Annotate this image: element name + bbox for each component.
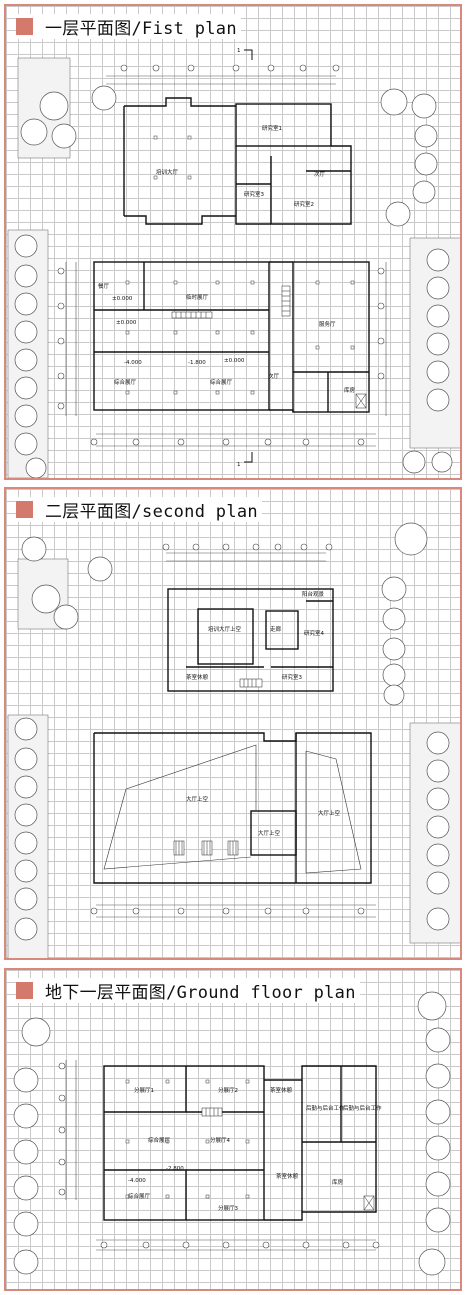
title-marker-square [16,982,33,999]
panel-header: 二层平面图/second plan [16,497,262,522]
axis-markers [57,64,385,446]
tree-icons [14,85,453,478]
room-label: 综合展厅 [128,1192,151,1200]
room-label: 分展厅3 [218,1204,239,1212]
stair-symbols [171,285,367,409]
room-label: 临时展厅 [186,293,209,301]
room-label: 次厅 [268,372,280,380]
stair-symbols [201,1107,375,1211]
room-label: 研究室1 [262,124,282,132]
ground-floor-plan-panel: 分展厅1 分展厅2 分展厅3 分展厅4 综合展厅 综合展厅 茶室休憩 茶室休憩 … [4,968,462,1291]
panel-title: 一层平面图/Fist plan [45,19,237,39]
level-mark: -2.800 [166,1166,184,1172]
lower-building-walls [93,732,372,884]
building-walls [103,1065,377,1221]
room-label: 研究室4 [304,629,325,637]
room-label: 餐厅 [98,282,110,290]
room-label: 茶室休憩 [270,1086,293,1094]
ground-floor-drawing: 分展厅1 分展厅2 分展厅3 分展厅4 综合展厅 综合展厅 茶室休憩 茶室休憩 … [13,991,451,1276]
room-label: 阳台观景 [302,590,325,598]
room-label: 库房 [332,1178,344,1186]
section-mark-top: 1 [237,48,241,54]
panel-header: 地下一层平面图/Ground floor plan [16,978,360,1003]
room-label: 分展厅2 [218,1086,238,1094]
axis-markers [90,543,365,915]
level-mark: ±0.000 [112,296,133,302]
second-floor-plan-panel: 培训大厅上空 阳台观景 研究室4 研究室3 茶室休憩 走廊 大厅上空 大厅上空 … [4,487,462,960]
room-label: 综合展厅 [148,1136,171,1144]
room-label: 次厅 [314,170,326,178]
room-label: 走廊 [270,625,282,633]
room-label: 库房 [344,386,356,394]
room-label: 后勤与后台工作 [306,1104,345,1112]
level-mark: -4.000 [128,1178,146,1184]
second-floor-drawing: 培训大厅上空 阳台观景 研究室4 研究室3 茶室休憩 走廊 大厅上空 大厅上空 … [7,522,460,958]
title-marker-square [16,501,33,518]
section-cut-marks [244,49,253,463]
void-outline [103,744,362,874]
room-label: 培训大厅 [156,168,179,176]
panel-header: 一层平面图/Fist plan [16,14,241,39]
room-label: 研究室3 [244,190,265,198]
room-label: 大厅上空 [186,795,209,803]
room-label: 大厅上空 [318,809,341,817]
columns [125,135,355,395]
level-mark: -1.800 [188,360,206,366]
panel-title: 地下一层平面图/Ground floor plan [45,983,356,1003]
room-label: 分展厅1 [134,1086,154,1094]
title-marker-square [16,18,33,35]
columns [125,1079,250,1199]
room-label: 综合展厅 [210,378,233,386]
room-label: 后勤与后台工作 [343,1104,382,1112]
room-label: 研究室2 [294,200,314,208]
lower-building-walls [93,261,370,413]
axis-markers [58,1062,380,1249]
room-label: 培训大厅上空 [208,625,242,633]
level-mark: ±0.000 [224,358,245,364]
room-label: 服务厅 [319,320,336,328]
upper-building-walls [167,588,334,692]
section-mark-bottom: 1 [237,462,241,468]
tree-icons [13,991,451,1276]
tree-icons [14,522,450,941]
room-label: 综合展厅 [114,378,137,386]
room-label: 分展厅4 [210,1136,231,1144]
room-label: 大厅上空 [258,829,281,837]
level-mark: -4.000 [124,360,142,366]
panel-title: 二层平面图/second plan [45,502,258,522]
room-label: 茶室休憩 [186,673,209,681]
level-mark: ±0.000 [116,320,137,326]
stair-symbols [173,678,263,856]
upper-building-walls [123,97,352,225]
first-floor-drawing: 1 1 培训大厅 研究室1 研究室2 研究室3 次厅 餐厅 临时展厅 服务厅 综… [7,48,460,478]
first-floor-plan-panel: 1 1 培训大厅 研究室1 研究室2 研究室3 次厅 餐厅 临时展厅 服务厅 综… [4,4,462,480]
room-label: 茶室休憩 [276,1172,299,1180]
room-label: 研究室3 [282,673,303,681]
